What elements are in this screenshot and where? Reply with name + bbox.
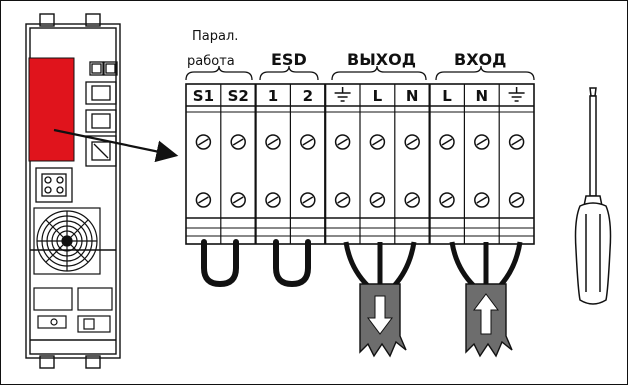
screw-icon (334, 192, 351, 208)
screw-icon (474, 134, 490, 150)
ground-icon (334, 87, 351, 102)
label-input: ВХОД (454, 50, 506, 69)
screw-icon (404, 134, 420, 150)
screw-icon (404, 192, 420, 208)
terminal-area-highlight (28, 57, 75, 162)
terminal-label: L (442, 87, 452, 105)
screw-icon (265, 192, 281, 208)
screw-icon (230, 134, 246, 150)
ups-ports (33, 287, 113, 333)
terminal-label: N (406, 87, 419, 105)
terminal-label: S1 (193, 87, 214, 105)
output-cable (343, 241, 417, 358)
screw-icon (334, 134, 351, 150)
screw-icon (439, 192, 455, 208)
terminal-label: 2 (303, 87, 313, 105)
screw-icon (369, 192, 386, 208)
ups-fan (33, 207, 101, 275)
ground-icon (508, 87, 525, 102)
jumper-esd (273, 239, 311, 288)
terminal-block: S1 S2 1 2 L N L N (185, 83, 535, 245)
screw-icon (508, 192, 525, 208)
screw-icon (300, 134, 316, 150)
label-output: ВЫХОД (347, 50, 416, 69)
label-parallel-line2: работа (187, 54, 235, 69)
terminal-label: 1 (268, 87, 278, 105)
terminal-label: S2 (228, 87, 249, 105)
screw-icon (195, 134, 212, 150)
terminal-label: N (476, 87, 489, 105)
terminal-label: L (373, 87, 383, 105)
screw-icon (195, 192, 212, 208)
screw-icon (369, 134, 386, 150)
screw-icon (265, 134, 281, 150)
jumper-parallel (201, 239, 239, 288)
screw-icon (508, 134, 525, 150)
ups-unit (25, 13, 121, 369)
screw-icon (230, 192, 246, 208)
input-cable (449, 241, 523, 358)
screw-icon (474, 192, 490, 208)
screw-icon (300, 192, 316, 208)
ups-outlets (85, 61, 118, 167)
arrow-down-icon (367, 295, 393, 335)
screwdriver-icon (574, 87, 612, 305)
label-esd: ESD (271, 50, 307, 69)
pointer-arrow (53, 128, 179, 163)
group-braces (185, 65, 535, 81)
label-parallel-line1: Парал. (192, 29, 238, 44)
screw-icon (439, 134, 455, 150)
arrow-up-icon (473, 293, 499, 335)
ups-input-connector (35, 167, 73, 203)
